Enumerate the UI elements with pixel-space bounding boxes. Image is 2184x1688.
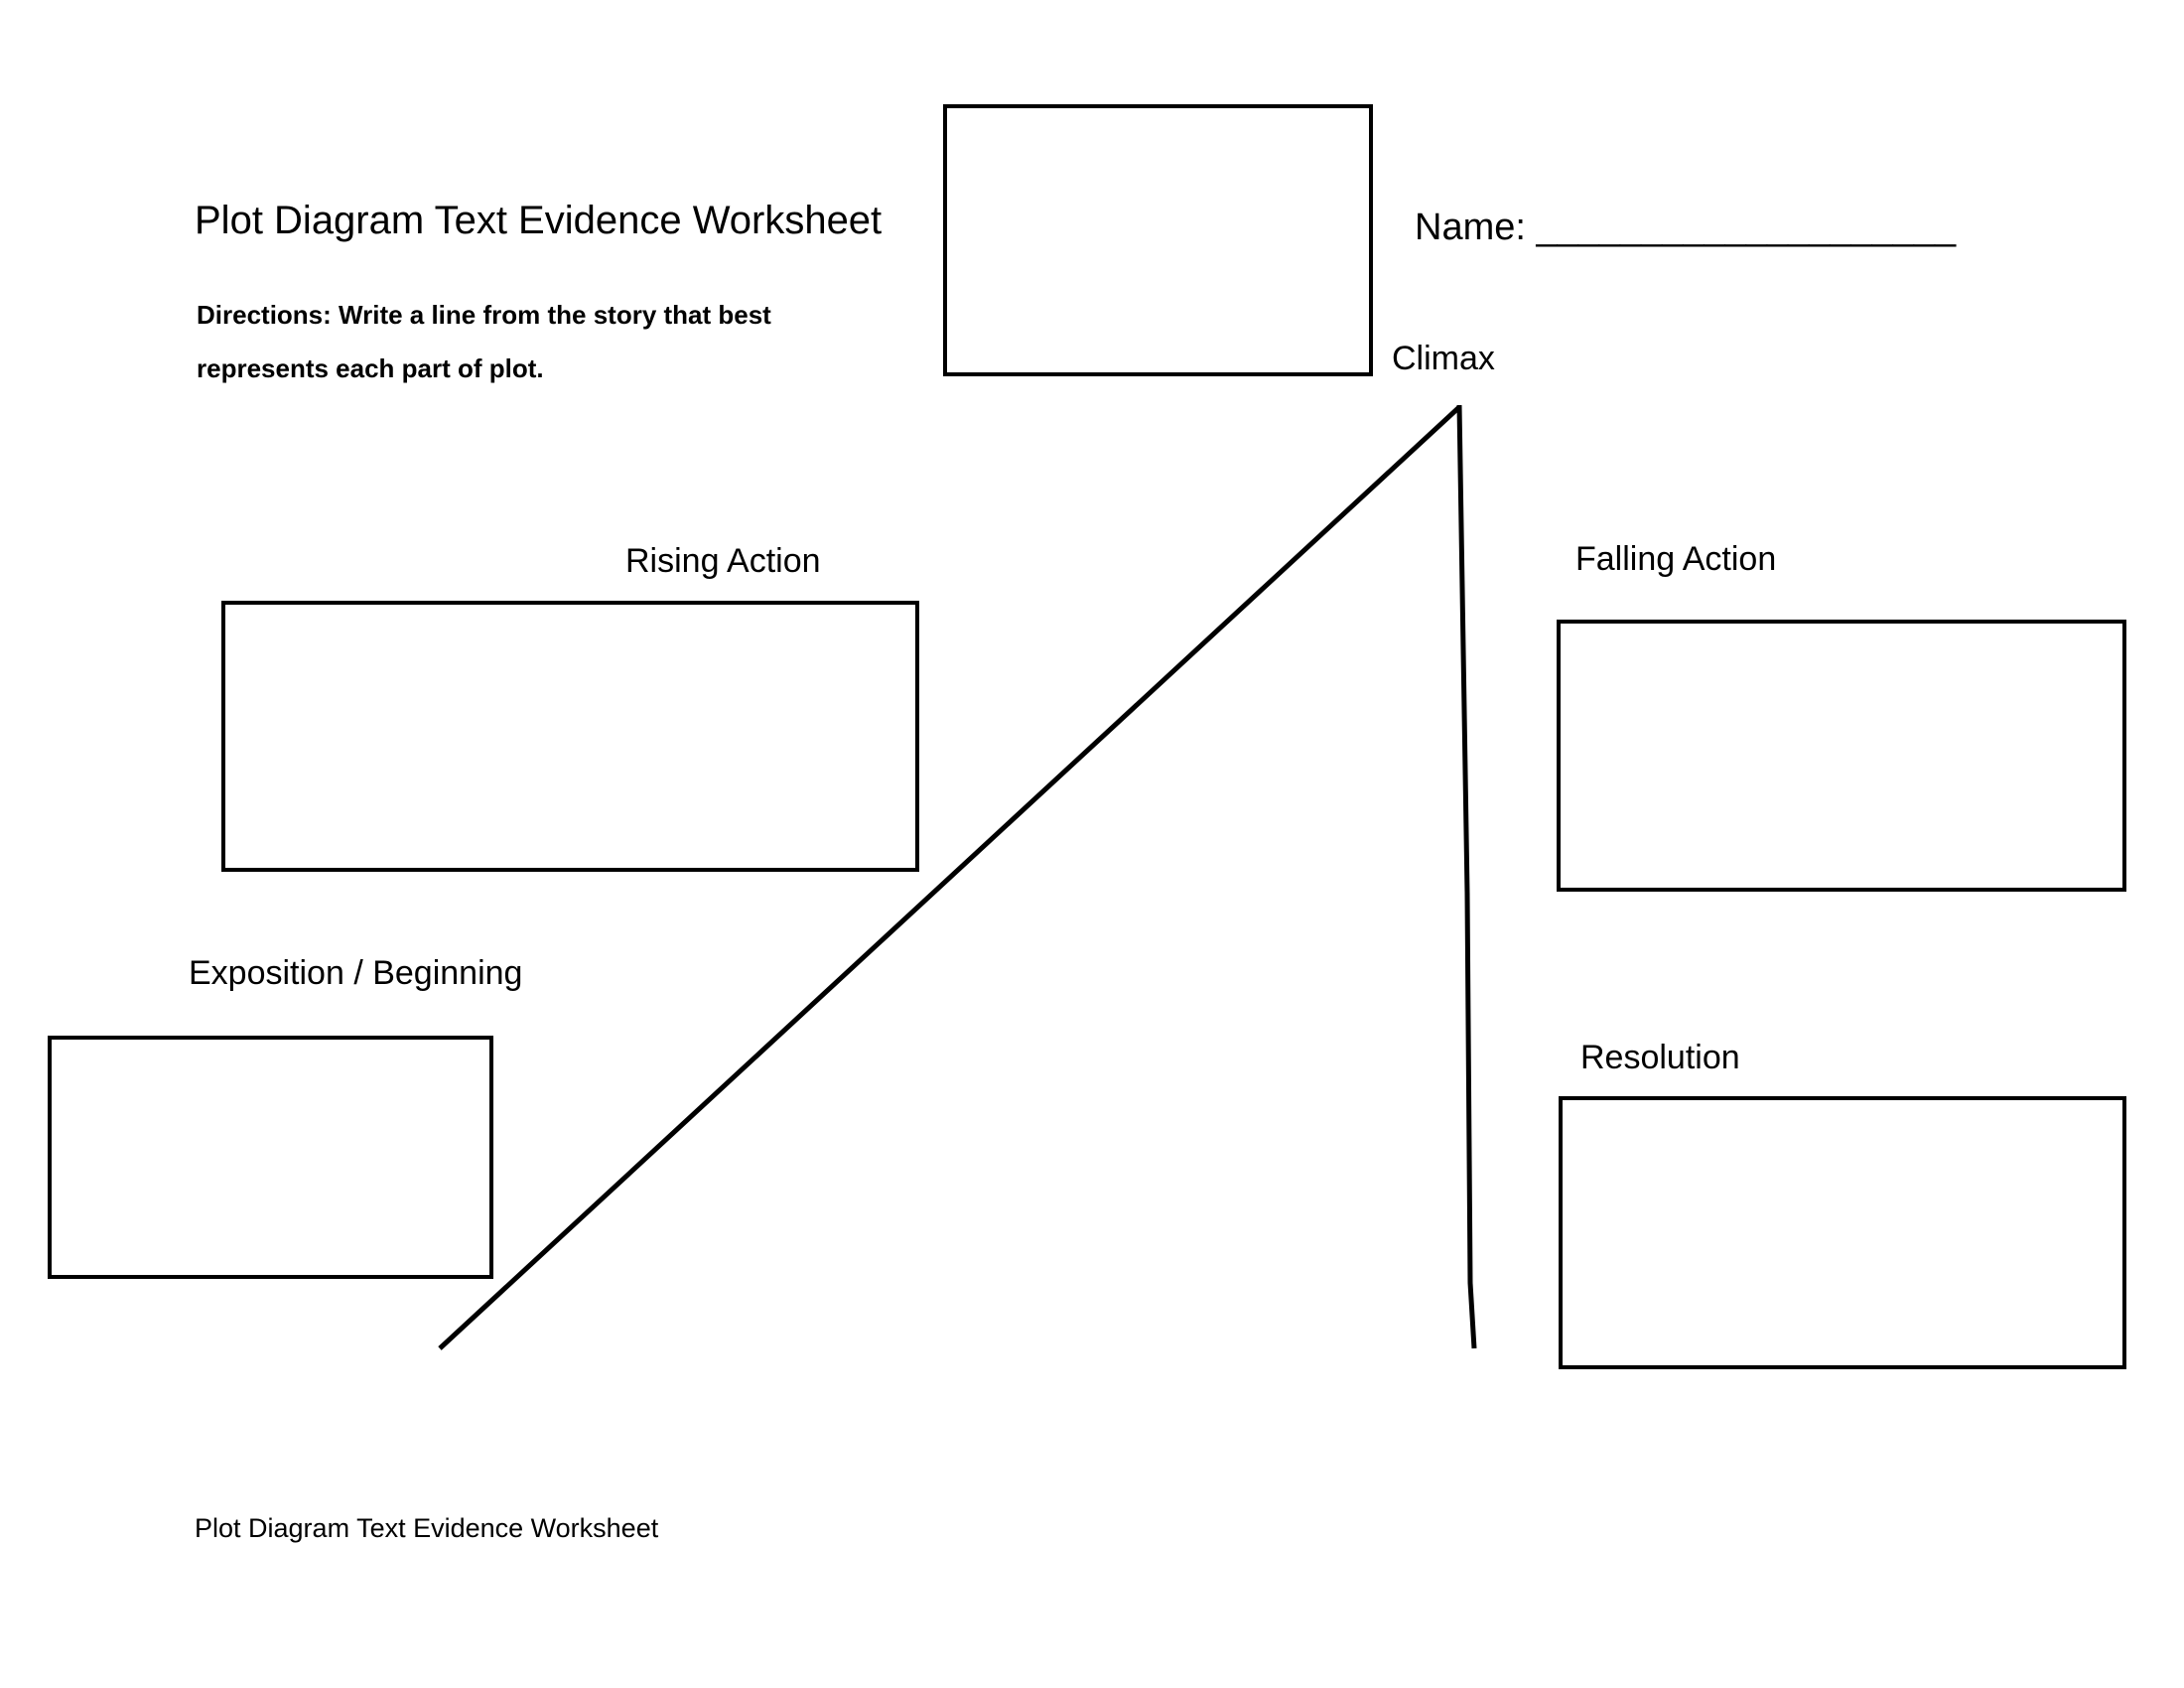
directions-line-2: represents each part of plot. — [197, 353, 544, 383]
rising-action-answer-box[interactable] — [221, 601, 919, 872]
climax-answer-box[interactable] — [943, 104, 1373, 376]
directions-line-1: Directions: Write a line from the story … — [197, 300, 771, 330]
name-label: Name: — [1415, 207, 1526, 248]
name-field: Name: ____________________ — [1415, 207, 1956, 249]
page-title: Plot Diagram Text Evidence Worksheet — [195, 199, 883, 242]
rising-action-label: Rising Action — [625, 542, 821, 580]
name-blank-line[interactable]: ____________________ — [1536, 207, 1957, 248]
falling-action-label: Falling Action — [1575, 540, 1777, 578]
rising-action-line — [438, 405, 1461, 1350]
falling-action-answer-box[interactable] — [1557, 620, 2126, 892]
exposition-answer-box[interactable] — [48, 1036, 493, 1279]
resolution-label: Resolution — [1580, 1039, 1740, 1076]
falling-action-line — [1456, 404, 1477, 1349]
exposition-label: Exposition / Beginning — [189, 954, 523, 992]
footer-title: Plot Diagram Text Evidence Worksheet — [195, 1513, 659, 1543]
resolution-answer-box[interactable] — [1559, 1096, 2126, 1369]
directions-text: Directions: Write a line from the story … — [197, 288, 771, 395]
climax-label: Climax — [1392, 340, 1495, 377]
